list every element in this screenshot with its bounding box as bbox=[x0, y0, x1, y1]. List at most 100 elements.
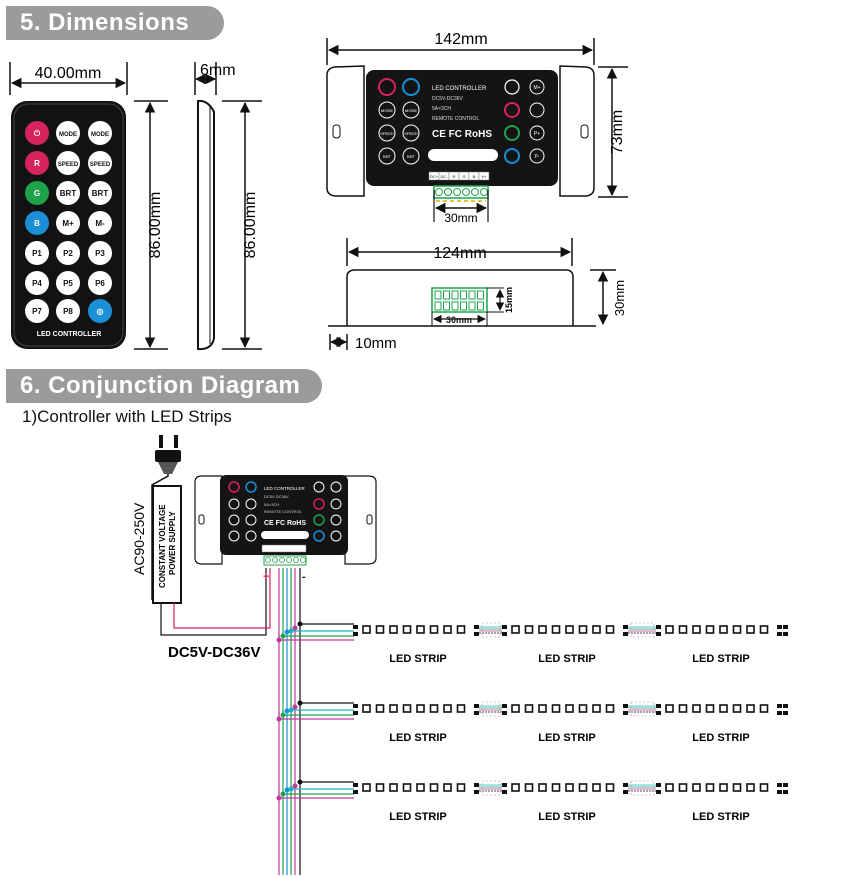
controller-top-view: 142mm LED CONTROLLER DC5V-DC36V 5A×3CH R… bbox=[326, 31, 628, 225]
led-chip bbox=[551, 625, 561, 634]
strip-pad bbox=[474, 711, 479, 715]
remote-button-label: BRT bbox=[92, 189, 109, 198]
led-chip bbox=[605, 704, 615, 713]
led-chip bbox=[429, 704, 439, 713]
remote-button-label: P6 bbox=[95, 279, 105, 288]
led-strip-label: LED STRIP bbox=[389, 811, 446, 823]
led-chip bbox=[692, 783, 701, 792]
mini-controller-cert: CE FC RoHS bbox=[264, 520, 306, 527]
controller-button bbox=[529, 125, 545, 141]
strip-pad bbox=[656, 711, 661, 715]
side-terminal-block bbox=[468, 290, 476, 300]
controller-button bbox=[378, 101, 396, 119]
terminal-label: DC- bbox=[440, 174, 448, 179]
led-chip bbox=[524, 783, 534, 792]
strip-pad bbox=[623, 625, 628, 629]
led-chip bbox=[732, 625, 742, 634]
strip-pad bbox=[502, 704, 507, 708]
mini-controller-voltage: DC5V-DC36V bbox=[264, 494, 289, 499]
side-terminal-height-label: 15mm bbox=[504, 287, 514, 313]
remote-button bbox=[88, 271, 112, 295]
controller-terminal-width-label: 30mm bbox=[444, 211, 477, 225]
led-chip bbox=[578, 704, 588, 713]
strip-pad bbox=[656, 783, 661, 787]
led-chip bbox=[732, 783, 742, 792]
led-chip bbox=[705, 783, 715, 792]
wire-junction bbox=[280, 791, 286, 797]
led-chip bbox=[416, 704, 425, 713]
remote-button bbox=[56, 211, 80, 235]
controller-button-label: BRT bbox=[407, 154, 415, 159]
led-chip bbox=[456, 625, 466, 634]
strip-pad bbox=[777, 790, 782, 794]
remote-button bbox=[56, 271, 80, 295]
strip-pad bbox=[474, 625, 479, 629]
led-strip-label: LED STRIP bbox=[692, 811, 749, 823]
wire-junction bbox=[280, 633, 286, 639]
side-terminal-block bbox=[477, 301, 484, 311]
controller-current: 5A×3CH bbox=[432, 106, 451, 112]
led-chip bbox=[732, 704, 742, 713]
remote-button-label: P2 bbox=[63, 249, 73, 258]
remote-button bbox=[25, 121, 49, 145]
mini-terminal-screw bbox=[300, 557, 306, 563]
strip-pad bbox=[353, 783, 358, 787]
led-chip bbox=[511, 783, 520, 792]
mini-controller-title: LED CONTROLLER bbox=[264, 486, 306, 491]
strip-pad bbox=[783, 632, 788, 636]
led-chip bbox=[705, 704, 715, 713]
remote-button-label: MODE bbox=[59, 132, 77, 138]
side-terminal-width-label: 30mm bbox=[446, 315, 472, 325]
led-chip bbox=[375, 704, 385, 713]
led-chip bbox=[592, 625, 601, 634]
mini-controller-button bbox=[228, 530, 240, 542]
mini-controller-button bbox=[228, 498, 240, 510]
strip-connector bbox=[481, 622, 501, 638]
mini-terminal-screw bbox=[279, 557, 285, 563]
remote-button-label: P7 bbox=[32, 307, 42, 316]
remote-button bbox=[88, 121, 112, 145]
led-chip bbox=[429, 783, 439, 792]
side-terminal-block bbox=[468, 301, 476, 311]
led-chip bbox=[416, 625, 425, 634]
led-chip bbox=[375, 783, 385, 792]
led-chip bbox=[362, 625, 371, 634]
strip-pad bbox=[656, 704, 661, 708]
remote-button-label: BRT bbox=[60, 189, 77, 198]
side-width-label: 124mm bbox=[433, 245, 486, 262]
mini-controller-current: 5A×3CH bbox=[264, 502, 279, 507]
led-chip bbox=[605, 625, 615, 634]
controller-button bbox=[529, 79, 545, 95]
led-chip bbox=[592, 704, 601, 713]
led-chip bbox=[759, 783, 769, 792]
remote-button bbox=[56, 151, 80, 175]
led-chip bbox=[416, 783, 425, 792]
controller-button-label: P+ bbox=[534, 131, 540, 137]
mini-terminal-screw bbox=[265, 557, 271, 563]
strip-pad bbox=[353, 632, 358, 636]
led-strip-label: LED STRIP bbox=[692, 653, 749, 665]
led-chip bbox=[719, 625, 728, 634]
conjunction-heading: 6. Conjunction Diagram bbox=[6, 369, 322, 403]
led-chip bbox=[538, 783, 547, 792]
mini-controller-button bbox=[228, 514, 240, 526]
remote-button-label: P5 bbox=[63, 279, 73, 288]
led-chip bbox=[389, 783, 398, 792]
strip-pad bbox=[777, 711, 782, 715]
remote-button bbox=[25, 211, 49, 235]
remote-side-view: 6mm 86.00mm bbox=[194, 62, 262, 351]
remote-button-label: P8 bbox=[63, 307, 73, 316]
strip-pad bbox=[777, 704, 782, 708]
remote-button-label: M+ bbox=[62, 219, 74, 228]
side-terminal-block bbox=[443, 301, 450, 311]
led-chip bbox=[443, 783, 452, 792]
remote-button bbox=[56, 299, 80, 323]
remote-button-label: M- bbox=[95, 219, 105, 228]
wire-junction bbox=[288, 786, 294, 792]
wire-junction bbox=[284, 708, 290, 714]
controller-button-label: BRT bbox=[383, 154, 391, 159]
remote-button bbox=[56, 121, 80, 145]
led-chip bbox=[759, 704, 769, 713]
wire-junction bbox=[284, 629, 290, 635]
